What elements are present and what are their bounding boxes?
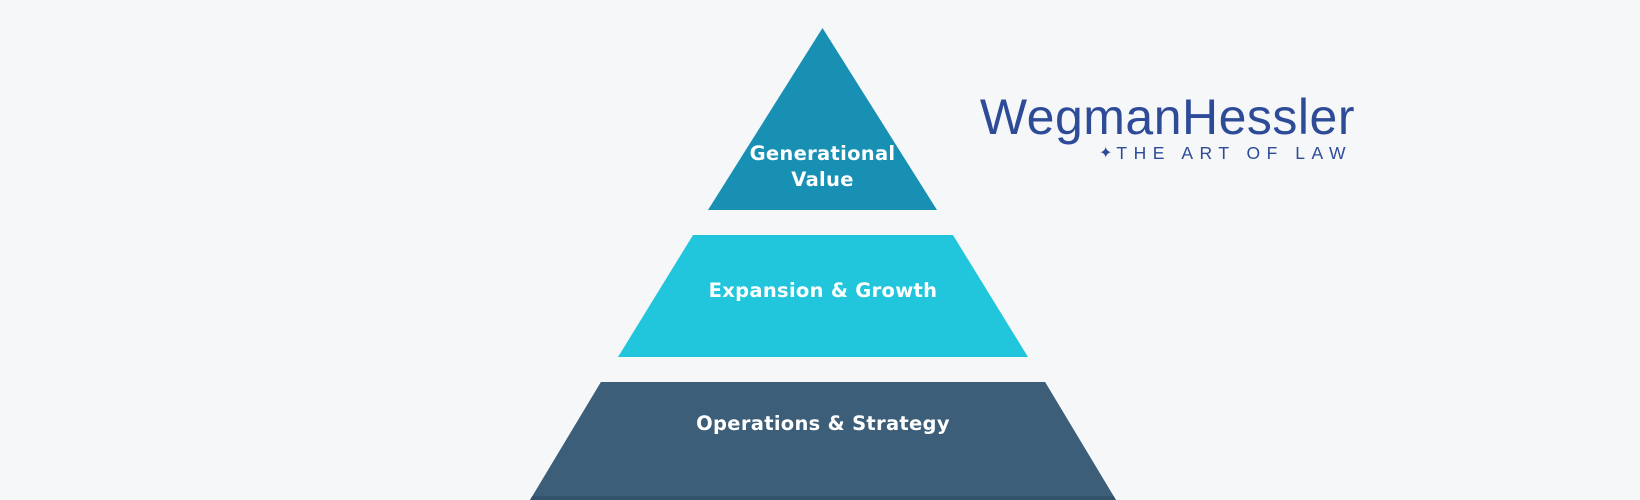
pyramid-label-operations-strategy: Operations & Strategy	[696, 412, 950, 435]
pyramid-level-generational-value: Generational Value	[708, 28, 937, 210]
logo-tagline-row: ✦ THE ART OF LAW	[1099, 143, 1352, 163]
pyramid-level-operations-strategy: Operations & Strategy	[530, 382, 1116, 500]
pyramid-label-expansion-growth: Expansion & Growth	[708, 279, 938, 302]
logo-tagline: THE ART OF LAW	[1116, 143, 1352, 163]
logo-wordmark: WegmanHessler	[979, 89, 1355, 145]
pyramid-level-expansion-growth: Expansion & Growth	[618, 235, 1028, 357]
pyramid-bottom-edge-shade	[530, 496, 1116, 500]
sparkle-star-icon: ✦	[1099, 143, 1113, 162]
pyramid-label-value: Value	[791, 168, 854, 191]
pyramid-label-generational: Generational	[749, 142, 896, 165]
wegman-hessler-logo: WegmanHessler ✦ THE ART OF LAW	[980, 92, 1355, 163]
